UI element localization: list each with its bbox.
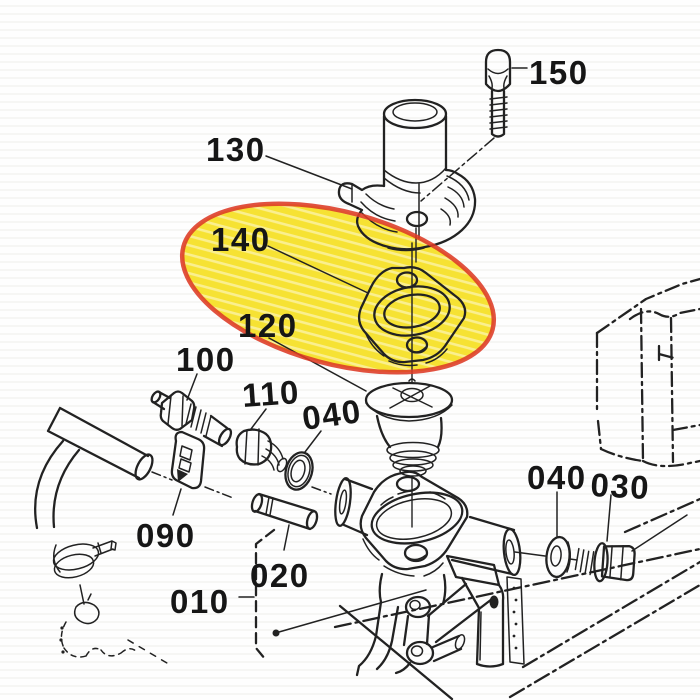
- washer-axis: [514, 551, 578, 561]
- arm-bolt-hole: [489, 595, 499, 609]
- part-label-020: 020: [250, 557, 310, 594]
- phantom-diagonal-descending: [338, 604, 454, 700]
- thermostat-120: [364, 378, 454, 528]
- part-label-110: 110: [241, 373, 301, 414]
- part-label-030: 030: [590, 466, 651, 506]
- part-label-120: 120: [238, 307, 298, 344]
- part-label-090: 090: [136, 517, 196, 554]
- part-label-150: 150: [529, 54, 589, 91]
- leader-lines: [172, 67, 612, 598]
- clamp-bracket-090: [170, 430, 206, 490]
- line-art: [34, 48, 700, 700]
- leader-dot-010: [272, 629, 280, 637]
- gasket-140: [357, 242, 467, 384]
- part-label-140: 140: [211, 221, 271, 258]
- thermostat-housing-010: [334, 470, 525, 677]
- assembly-010-boundary: [254, 528, 427, 661]
- left-assembly-axis: [151, 471, 332, 499]
- hose-clamp: [52, 540, 173, 667]
- washer-040: [545, 535, 571, 579]
- highlight-marker-ring: [179, 201, 497, 375]
- bolt-030: [574, 542, 636, 583]
- temp-sensor-100: [150, 390, 233, 448]
- part-label-040-right: 040: [527, 459, 587, 496]
- phantom-diagonals: [333, 497, 700, 699]
- bolt-030-axis: [631, 514, 688, 552]
- o-ring-040: [284, 451, 314, 491]
- bracket-090-triangle-hole: [177, 469, 188, 482]
- hose: [34, 406, 154, 530]
- assembly-axis-150: [420, 137, 495, 202]
- pipe-020: [250, 492, 319, 531]
- filled-details: [59, 469, 518, 654]
- engine-block-phantom: [595, 277, 700, 468]
- part-label-040-left: 040: [300, 392, 364, 437]
- adapter-fitting-110: [235, 428, 288, 473]
- part-label-130: 130: [206, 131, 266, 168]
- part-labels: 150 130 140 120 100 110 040 090 020 010 …: [136, 54, 651, 620]
- part-label-100: 100: [176, 341, 236, 378]
- part-label-010: 010: [170, 583, 230, 620]
- bolt-150: [420, 48, 512, 202]
